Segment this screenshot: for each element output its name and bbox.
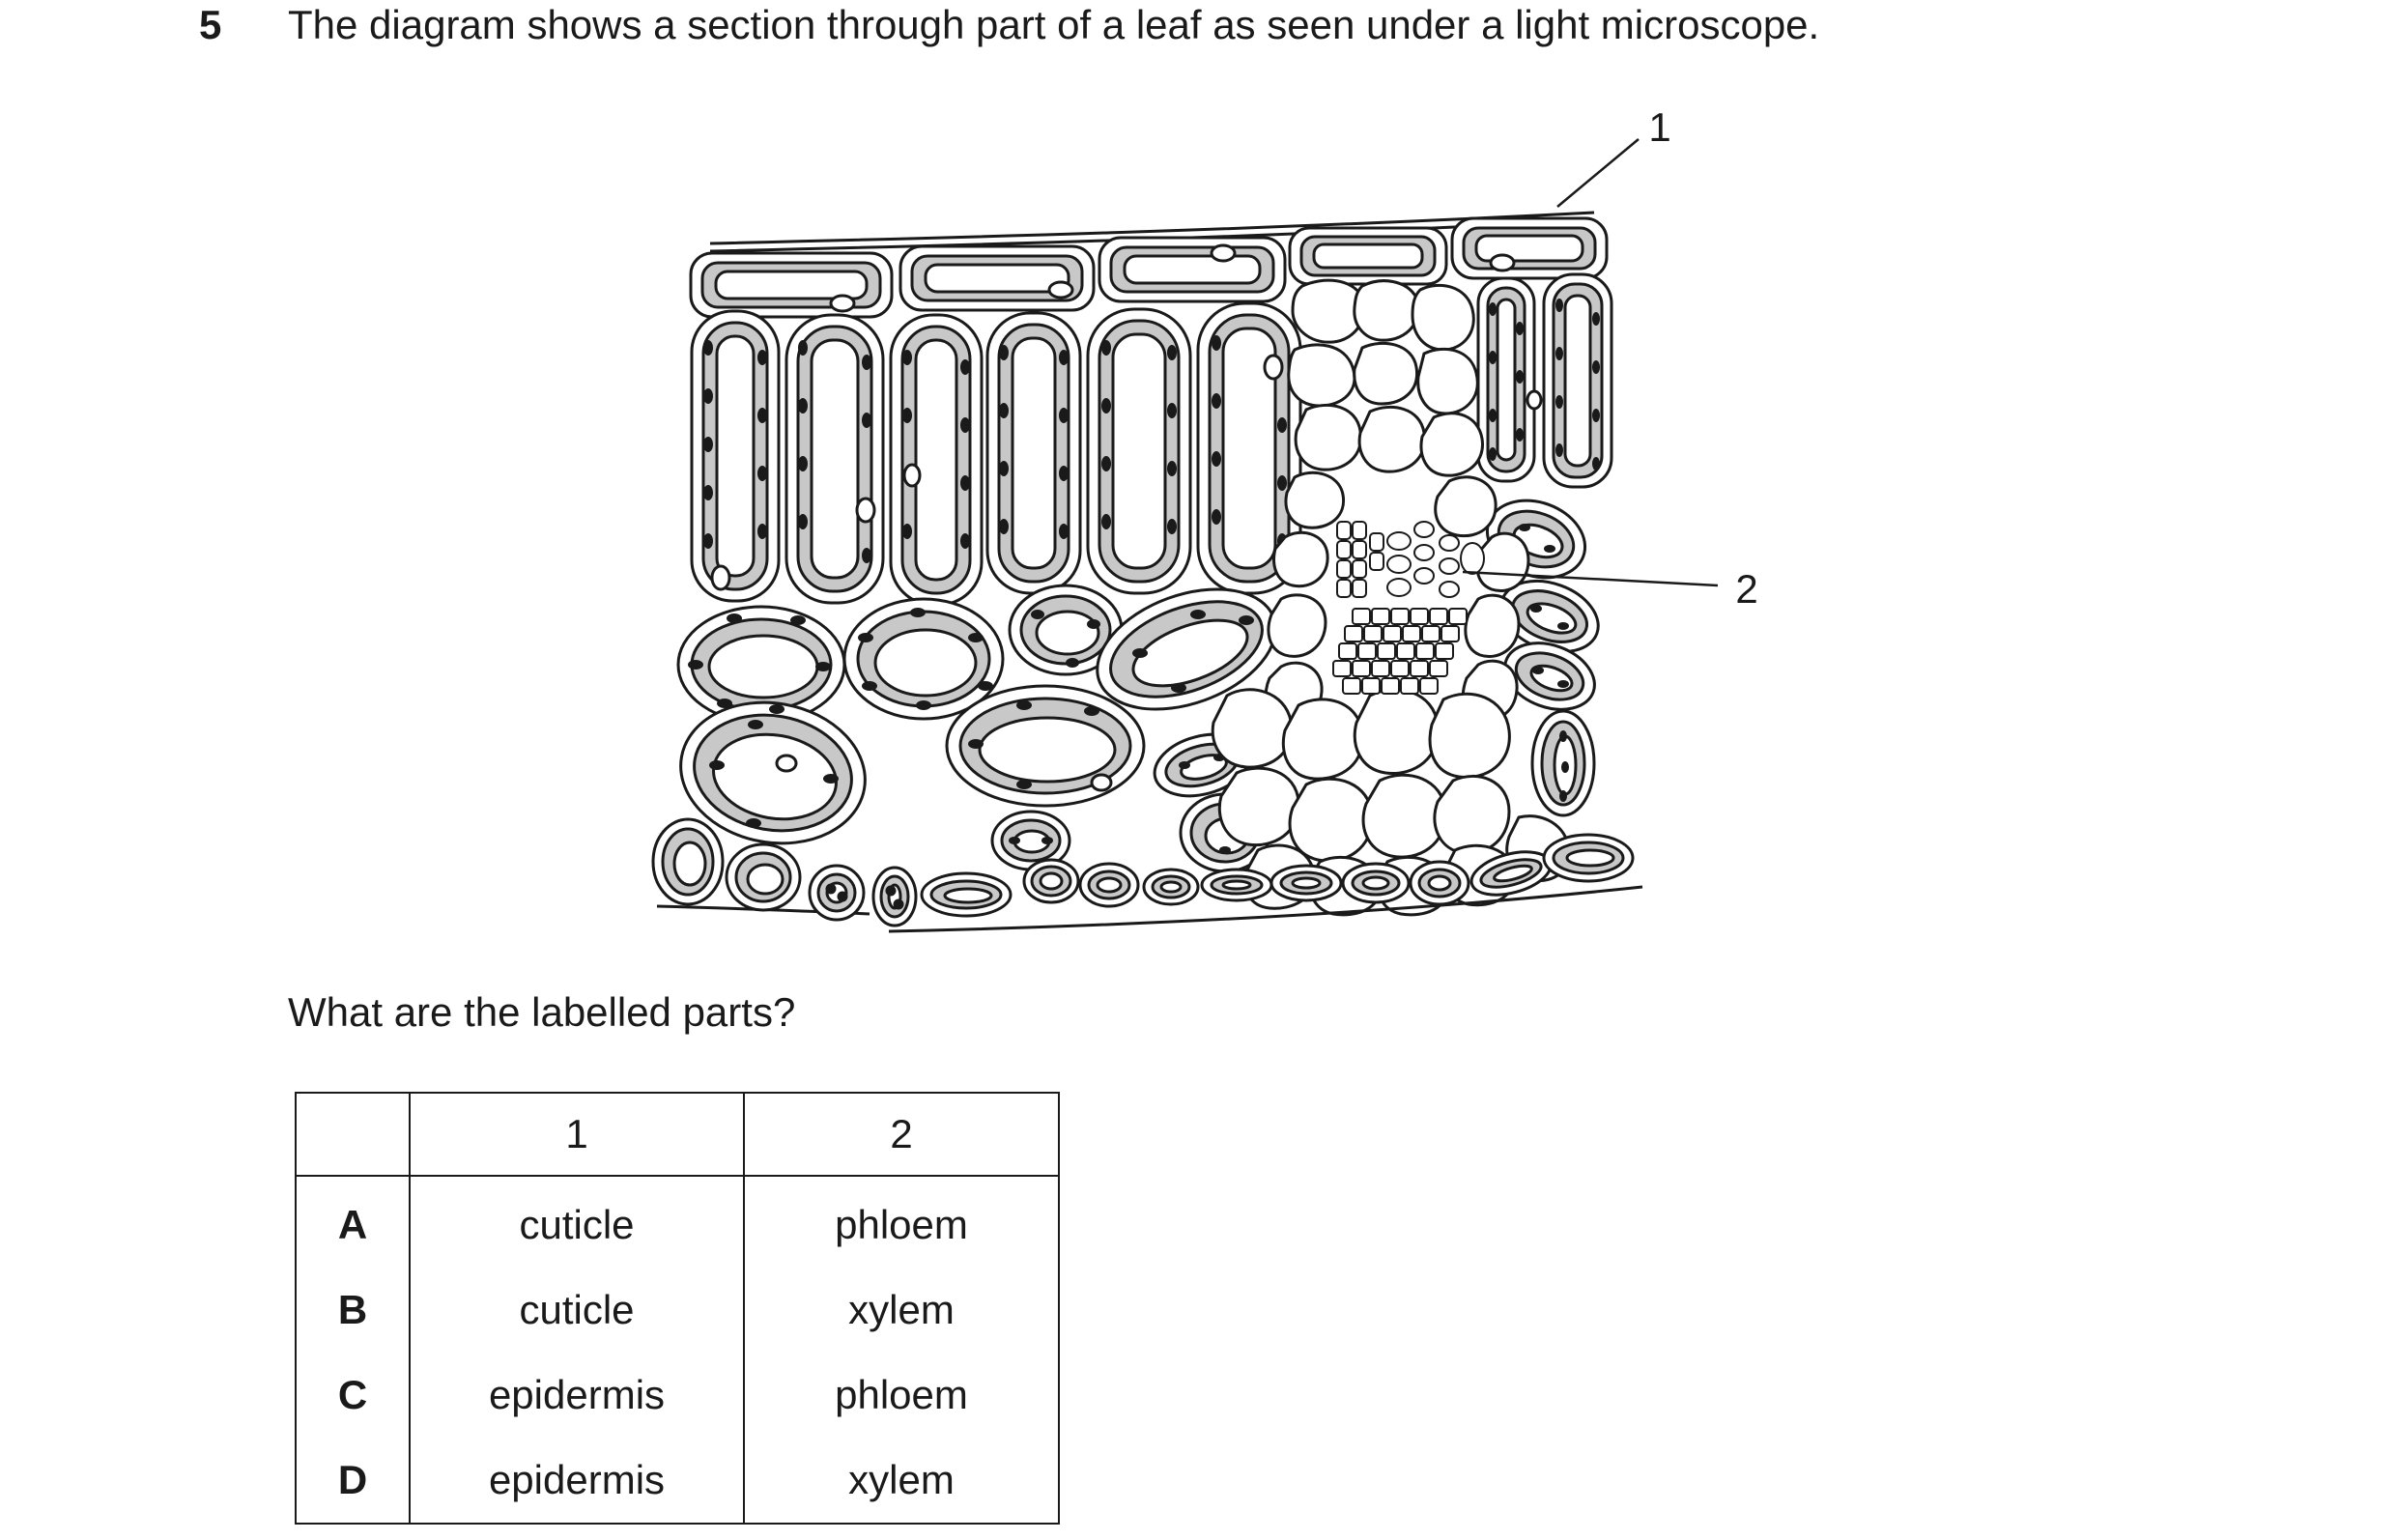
- option-letter: B: [295, 1268, 411, 1353]
- table-row[interactable]: C epidermis phloem: [295, 1353, 1060, 1438]
- option-part-2: xylem: [743, 1438, 1060, 1525]
- xylem-phloem-tissue: [1332, 521, 1485, 695]
- table-row[interactable]: B cuticle xylem: [295, 1268, 1060, 1353]
- vascular-bundle: [1211, 278, 1571, 917]
- option-part-1: epidermis: [409, 1438, 745, 1525]
- chloroplasts: [703, 299, 1600, 563]
- option-part-1: epidermis: [409, 1353, 745, 1438]
- table-row[interactable]: A cuticle phloem: [295, 1176, 1060, 1268]
- table-row[interactable]: D epidermis xylem: [295, 1438, 1060, 1525]
- question-number: 5: [199, 2, 222, 47]
- spongy-chloroplasts: [688, 524, 1569, 854]
- leaf-section-diagram: 1 2: [651, 104, 1758, 933]
- header-part-1: 1: [409, 1092, 745, 1177]
- option-letter: C: [295, 1353, 411, 1438]
- option-part-1: cuticle: [409, 1176, 745, 1268]
- option-part-2: phloem: [743, 1353, 1060, 1438]
- upper-epidermis: [689, 216, 1609, 319]
- label-lines: [1462, 138, 1719, 587]
- label-2: 2: [1735, 566, 1757, 612]
- answer-table: 1 2 A cuticle phloem B cuticle xylem C e…: [295, 1092, 1060, 1525]
- question-prompt: What are the labelled parts?: [288, 989, 796, 1035]
- header-blank: [295, 1092, 411, 1177]
- option-letter: A: [295, 1176, 411, 1268]
- label-1: 1: [1648, 104, 1670, 150]
- option-part-2: phloem: [743, 1176, 1060, 1268]
- question-text: The diagram shows a section through part…: [288, 2, 1820, 47]
- option-part-2: xylem: [743, 1268, 1060, 1353]
- option-part-1: cuticle: [409, 1268, 745, 1353]
- table-header-row: 1 2: [295, 1092, 1060, 1177]
- lower-epidermis: [651, 817, 1643, 933]
- spongy-mesophyll: [676, 499, 1600, 873]
- option-letter: D: [295, 1438, 411, 1525]
- header-part-2: 2: [743, 1092, 1060, 1177]
